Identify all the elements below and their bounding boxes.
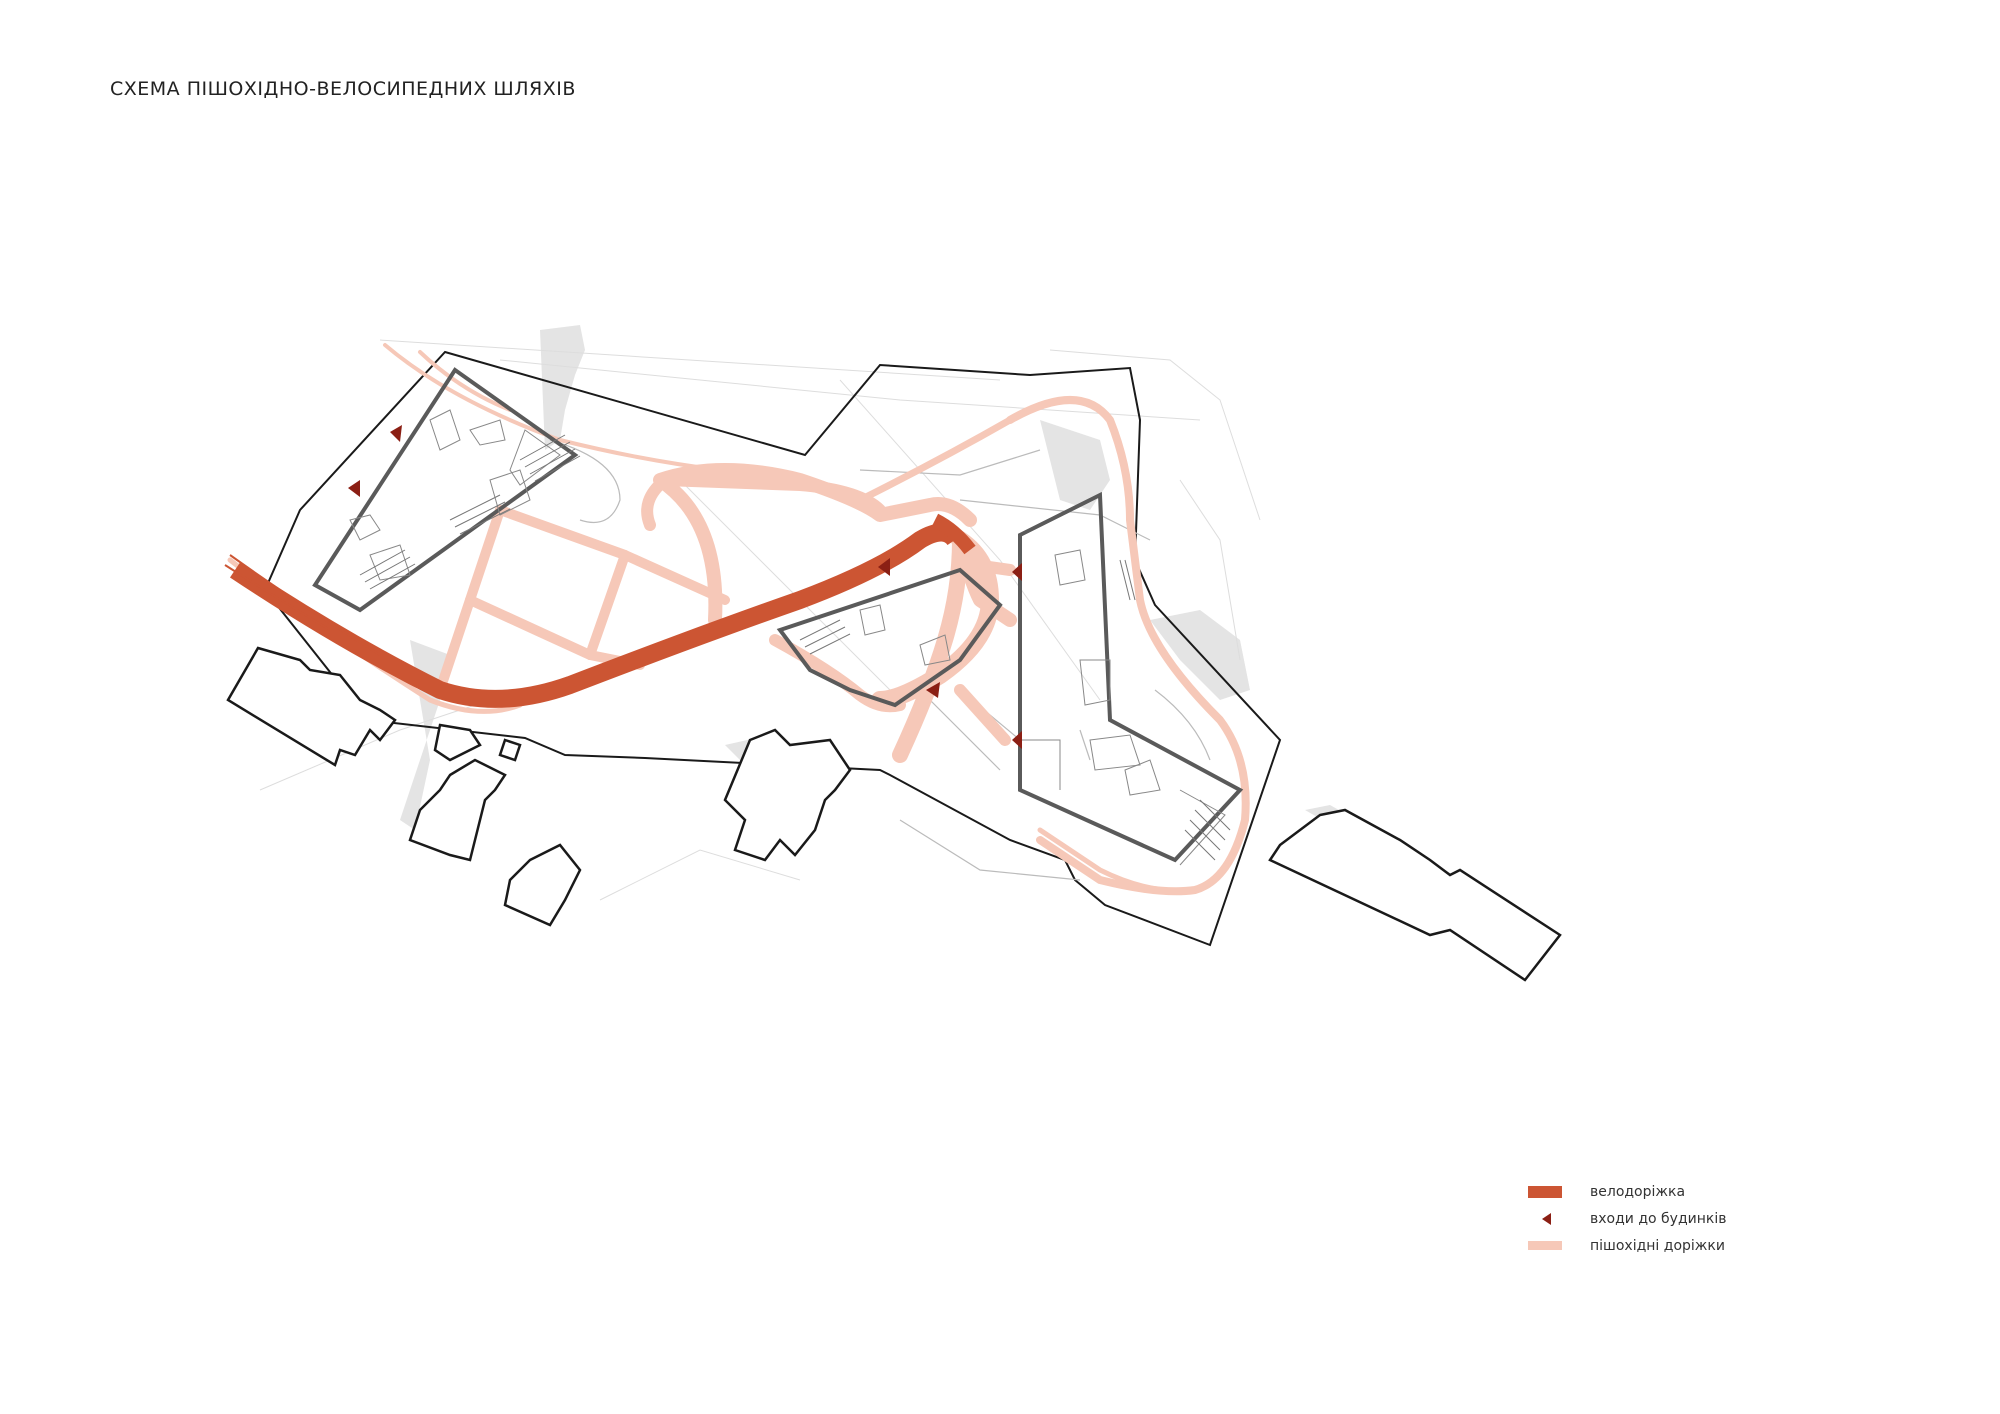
walk-path-west-grid-3 [465, 595, 645, 670]
legend-swatch-bike [1528, 1185, 1562, 1198]
neighbor-building-4 [408, 758, 507, 862]
walk-path-nw-rail [418, 350, 512, 412]
legend-label-bike: велодоріжка [1590, 1183, 1686, 1200]
entrance-marker-6 [1012, 731, 1022, 749]
bike-path-thin-west-1 [229, 554, 381, 656]
legend-item-walk: пішохідні доріжки [1528, 1232, 1726, 1259]
surrounding-buildings [226, 646, 1562, 982]
building-central [776, 567, 1003, 708]
walk-path-west-grid-4 [620, 550, 730, 605]
bike-path-main [230, 523, 963, 708]
bike-paths [224, 513, 976, 708]
legend-label-entrance: входи до будинків [1590, 1210, 1727, 1227]
entrance-marker-5 [926, 682, 940, 698]
entrance-marker-4 [1012, 563, 1022, 581]
neighbor-building-1 [226, 646, 397, 767]
walk-path-to-entrance-south [954, 684, 1011, 746]
walk-path-north-arc [856, 416, 1014, 504]
legend-item-bike: велодоріжка [1528, 1178, 1726, 1205]
legend-item-entrance: входи до будинків [1528, 1205, 1726, 1232]
pedestrian-paths [227, 343, 1250, 896]
neighbor-building-7 [1268, 808, 1562, 982]
map-title: СХЕМА ПІШОХІДНО-ВЕЛОСИПЕДНИХ ШЛЯХІВ [110, 78, 576, 100]
walk-path-north-loop [653, 463, 977, 627]
walk-path-west-grid-2 [495, 505, 630, 660]
walk-path-to-entrance-east [969, 559, 1016, 576]
neighbor-building-5 [503, 843, 582, 927]
building-northwest [312, 367, 579, 613]
entrance-arrow-icon [1528, 1212, 1562, 1225]
project-buildings [312, 367, 1244, 863]
neighbor-building-6 [723, 728, 852, 862]
legend: велодоріжка входи до будинків пішохідні … [1528, 1178, 1726, 1259]
entrance-marker-1 [390, 425, 402, 442]
entrance-marker-3 [878, 558, 890, 576]
neighbor-building-3 [498, 738, 522, 762]
neighbor-building-2 [433, 723, 482, 762]
bike-path-thin-west-2 [224, 564, 331, 631]
walk-path-sw-edge [1037, 827, 1198, 894]
entrance-markers [348, 425, 1022, 749]
legend-swatch-walk [1528, 1241, 1562, 1250]
stair-hatches [359, 434, 1231, 861]
building-details [349, 409, 1226, 866]
legend-label-walk: пішохідні доріжки [1590, 1237, 1725, 1254]
entrance-marker-2 [348, 480, 360, 497]
building-east [1018, 491, 1244, 863]
walk-path-nw-top [383, 343, 722, 472]
bike-path-branch [931, 513, 976, 555]
